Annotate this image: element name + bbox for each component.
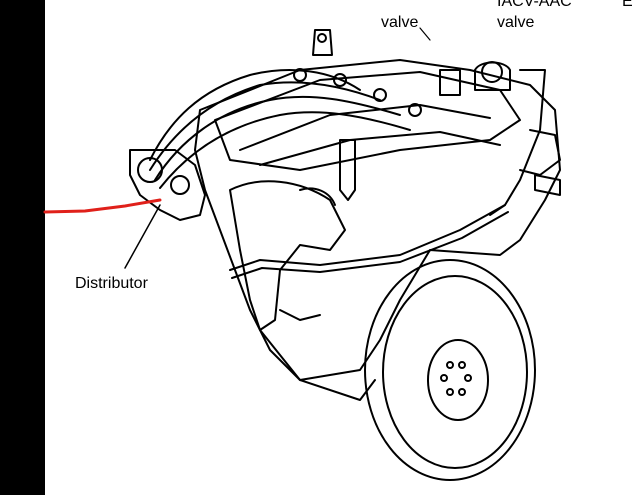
plug-wires [149,69,361,161]
top-fitting [312,29,333,56]
distributor-leader [124,204,161,269]
left-black-bar [0,0,45,495]
label-distributor: Distributor [75,275,148,292]
flywheel [364,259,536,481]
lower-tube [229,204,506,271]
distributor-body [129,149,206,221]
exhaust-manifold [229,180,346,331]
label-iacv-aac: IACV-AAC [497,0,572,10]
label-valve-right: valve [497,14,535,31]
cylinder-head [214,71,521,171]
red-pointer-arrow [43,198,162,214]
flywheel-hub [427,339,489,421]
label-top-right-cut: E [622,0,633,10]
label-valve-left: valve [381,14,419,31]
